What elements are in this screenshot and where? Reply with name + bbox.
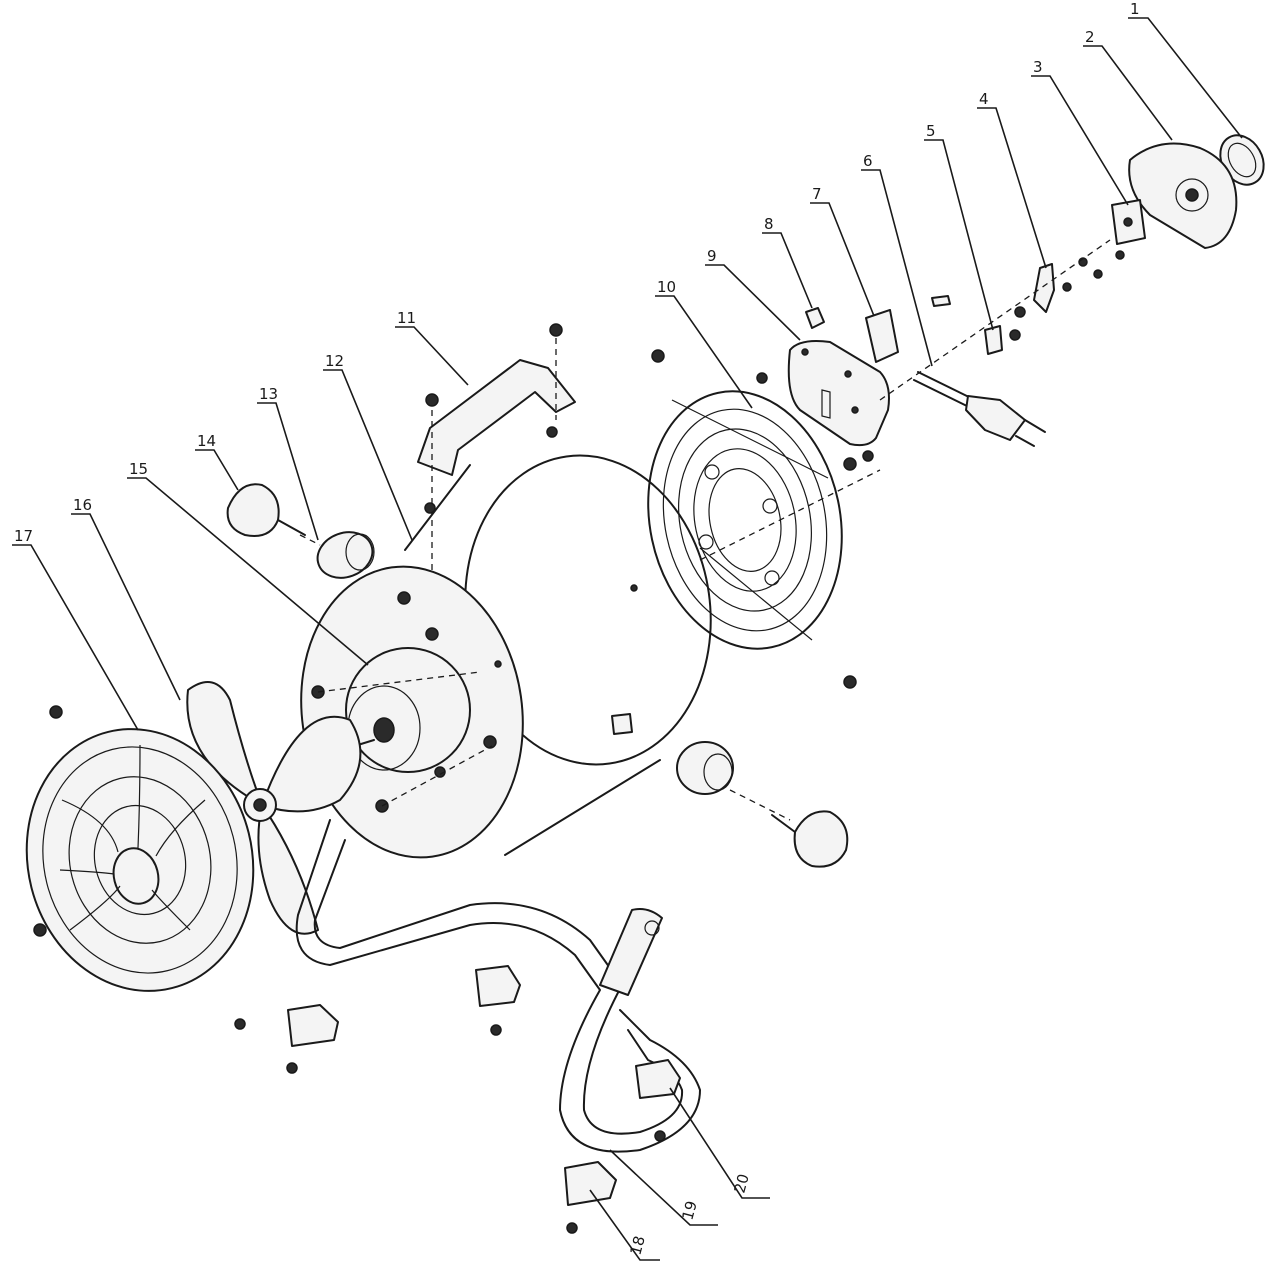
part-rear-plate — [756, 340, 890, 471]
callout-label-14: 14 — [197, 432, 216, 450]
callout-label-9: 9 — [707, 247, 717, 265]
callout-label-12: 12 — [325, 352, 344, 370]
part-fan-blade — [186, 681, 362, 935]
screw-group-rear — [1009, 250, 1125, 341]
callout-label-2: 2 — [1085, 28, 1095, 46]
callout-label-8: 8 — [764, 215, 774, 233]
callout-label-4: 4 — [979, 90, 989, 108]
callout-label-13: 13 — [259, 385, 278, 403]
part-rubber-feet — [286, 965, 681, 1234]
part-cable-clamp — [984, 325, 1003, 355]
part-front-grille — [25, 705, 255, 1030]
part-power-cord — [913, 371, 1046, 447]
callout-label-6: 6 — [863, 152, 873, 170]
callout-label-7: 7 — [812, 185, 822, 203]
callout-label-19: 19 — [678, 1199, 700, 1222]
part-capacitor — [865, 309, 899, 363]
callout-label-1: 1 — [1130, 0, 1140, 18]
callout-label-16: 16 — [73, 496, 92, 514]
part-small-bracket — [1033, 263, 1055, 313]
part-base-frame — [295, 819, 701, 1153]
callout-label-10: 10 — [657, 278, 676, 296]
callout-label-15: 15 — [129, 460, 148, 478]
part-hinge-bushing — [316, 531, 734, 795]
part-tilt-knob — [226, 483, 849, 868]
callout-label-11: 11 — [397, 309, 416, 327]
part-switch-plate — [1111, 199, 1146, 245]
callout-leaders — [12, 17, 1243, 1261]
part-bolt — [805, 295, 951, 329]
callout-label-17: 17 — [14, 527, 33, 545]
part-rear-grille — [647, 349, 857, 689]
part-motor — [317, 627, 497, 807]
callout-label-20: 20 — [730, 1172, 752, 1195]
callout-label-18: 18 — [626, 1234, 648, 1257]
callout-label-5: 5 — [926, 122, 936, 140]
part-carry-handle — [417, 323, 576, 580]
assembly-axis-lines — [299, 239, 1111, 821]
callout-label-3: 3 — [1033, 58, 1043, 76]
